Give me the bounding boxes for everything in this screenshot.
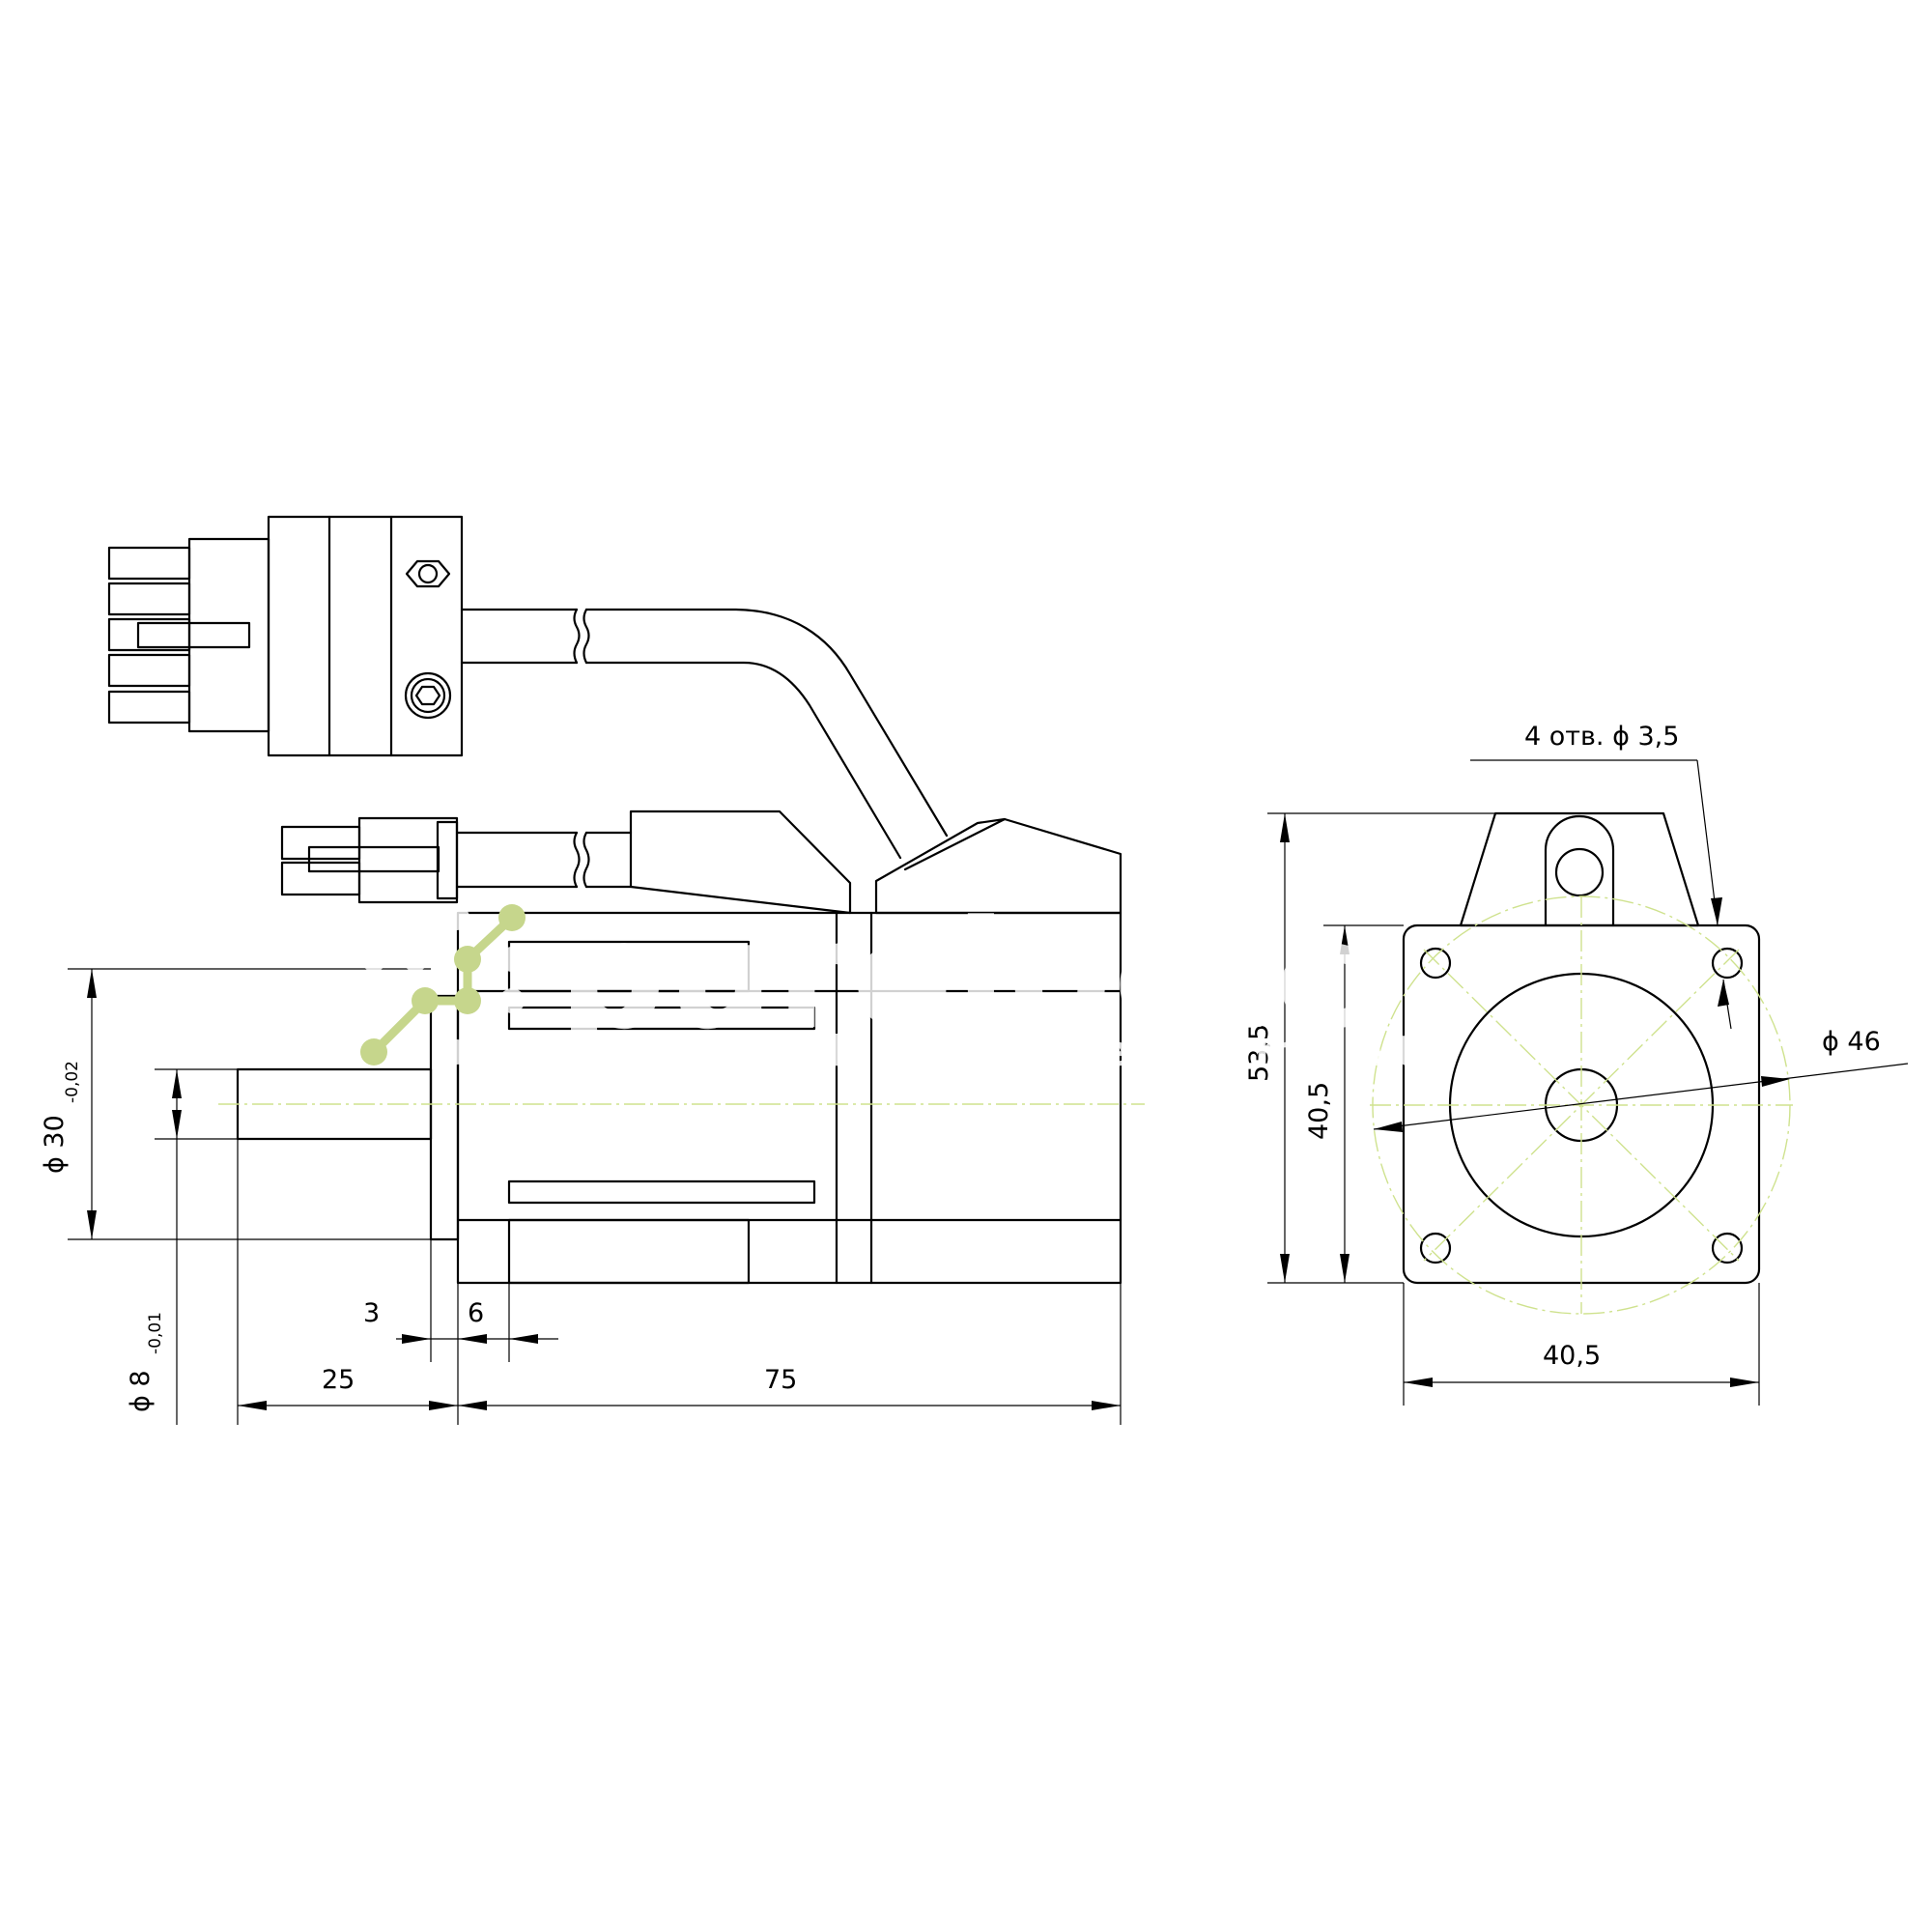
large-connector xyxy=(107,515,464,757)
cable-large xyxy=(460,608,949,860)
watermark-tagline: research & development xyxy=(563,1027,1429,1076)
dim-total-height: 53,5 xyxy=(1244,1024,1274,1082)
hex-nut-icon xyxy=(405,559,451,588)
side-dimensions: ϕ 30 -0,02 ϕ 8 -0,01 3 6 25 75 xyxy=(40,968,1122,1425)
small-connector xyxy=(280,810,852,915)
mounting-hole xyxy=(1711,1232,1744,1264)
dim-square-height: 40,5 xyxy=(1304,1082,1334,1140)
dim-holes: 4 отв. ϕ 3,5 xyxy=(1524,722,1679,752)
socket-screw-icon xyxy=(404,671,452,720)
dim-shaft-dia: ϕ 8 xyxy=(126,1370,156,1412)
watermark-brand: purelogic xyxy=(558,888,1366,1063)
purelogic-watermark: purelogic research & development xyxy=(360,888,1429,1076)
mounting-hole xyxy=(1419,1232,1452,1264)
mounting-hole xyxy=(1711,947,1744,980)
front-dimensions: 4 отв. ϕ 3,5 ϕ 46 53,5 40,5 40,5 xyxy=(1244,722,1909,1406)
dim-shaft-tol: -0,01 xyxy=(146,1312,165,1354)
dim-bolt-circle: ϕ 46 xyxy=(1822,1027,1881,1057)
motor-front-view xyxy=(1370,811,1793,1315)
dim-pilot-depth: 6 xyxy=(468,1298,484,1328)
motor-side-view xyxy=(218,911,1145,1285)
mounting-hole xyxy=(1419,947,1452,980)
dim-square-width: 40,5 xyxy=(1543,1341,1601,1371)
dim-flange-thickness: 3 xyxy=(363,1298,380,1328)
logo-dots-icon xyxy=(360,904,553,1065)
dim-flange-dia: ϕ 30 xyxy=(40,1115,70,1174)
dim-shaft-length: 25 xyxy=(322,1365,355,1395)
dim-body-length: 75 xyxy=(764,1365,797,1395)
dim-flange-tol: -0,02 xyxy=(63,1061,82,1103)
